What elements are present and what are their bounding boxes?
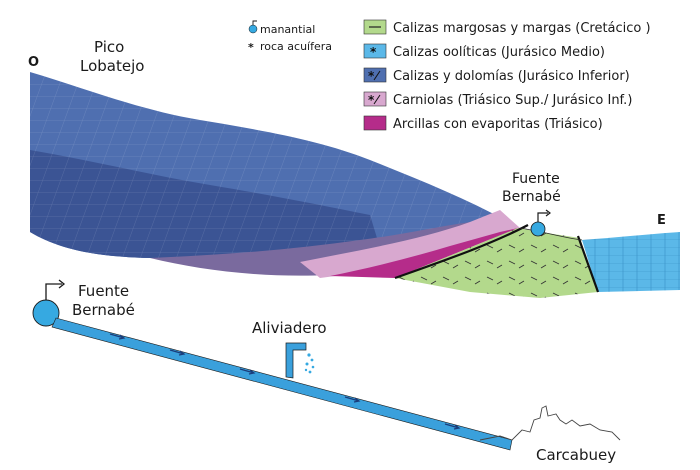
spring-bottom-icon	[32, 279, 66, 327]
spring-top-label-line1: Fuente	[512, 171, 560, 187]
spring-top-icon	[530, 209, 551, 237]
ground-surface	[519, 227, 583, 241]
roca-acuifera-label: roca acuífera	[260, 40, 332, 53]
legend-item-oolitic: * Calizas oolíticas (Jurásico Medio)	[363, 43, 605, 60]
asterisk-icon: *	[248, 41, 254, 54]
legend-label: Calizas oolíticas (Jurásico Medio)	[393, 45, 605, 60]
legend-label: Arcillas con evaporitas (Triásico)	[393, 117, 603, 132]
water-drops-icon	[304, 353, 315, 374]
overflow-standpipe	[285, 342, 307, 379]
carniolas-layer	[300, 210, 520, 278]
spring-top-label-line2: Bernabé	[502, 189, 561, 205]
east-label: E	[657, 213, 666, 228]
evaporite-clay-layer	[330, 228, 518, 278]
manantial-icon	[248, 20, 258, 34]
symbol-key: manantial * roca acuífera	[248, 20, 332, 54]
legend-item-cretaceous: Calizas margosas y margas (Cretácico )	[363, 19, 651, 36]
peak-label-line1: Pico	[94, 38, 124, 56]
legend: Calizas margosas y margas (Cretácico ) *…	[363, 19, 651, 132]
asterisk-slash-marker-icon: *	[368, 69, 375, 83]
legend-item-carniolas: * Carniolas (Triásico Sup./ Jurásico Inf…	[363, 91, 632, 108]
thrust-fault	[394, 224, 529, 280]
manantial-label: manantial	[260, 23, 315, 36]
overflow-label: Aliviadero	[252, 319, 327, 337]
water-supply-schematic: Fuente Bernabé Aliviadero Carcabuey	[32, 279, 621, 464]
flow-arrows	[109, 333, 461, 430]
spring-bottom-label-line1: Fuente	[78, 282, 129, 300]
asterisk-marker-icon: *	[370, 45, 377, 59]
cretaceous-texture	[395, 228, 598, 298]
spring-bottom-label-line2: Bernabé	[72, 301, 135, 319]
limestone-texture	[30, 72, 520, 258]
normal-fault	[576, 235, 600, 293]
town-silhouette-icon	[479, 405, 621, 441]
legend-label: Calizas y dolomías (Jurásico Inferior)	[393, 69, 630, 84]
west-label: O	[28, 55, 39, 70]
peak-label-line2: Lobatejo	[80, 57, 144, 75]
legend-item-jurassic-inferior: * Calizas y dolomías (Jurásico Inferior)	[363, 67, 630, 84]
cross-section	[30, 72, 680, 298]
legend-label: Carniolas (Triásico Sup./ Jurásico Inf.)	[393, 93, 632, 108]
legend-item-evaporites: Arcillas con evaporitas (Triásico)	[363, 115, 603, 132]
oolitic-texture	[582, 232, 680, 292]
asterisk-slash-marker-icon: *	[368, 93, 375, 107]
pipeline	[51, 317, 513, 451]
town-label: Carcabuey	[536, 446, 616, 464]
legend-label: Calizas margosas y margas (Cretácico )	[393, 21, 651, 36]
